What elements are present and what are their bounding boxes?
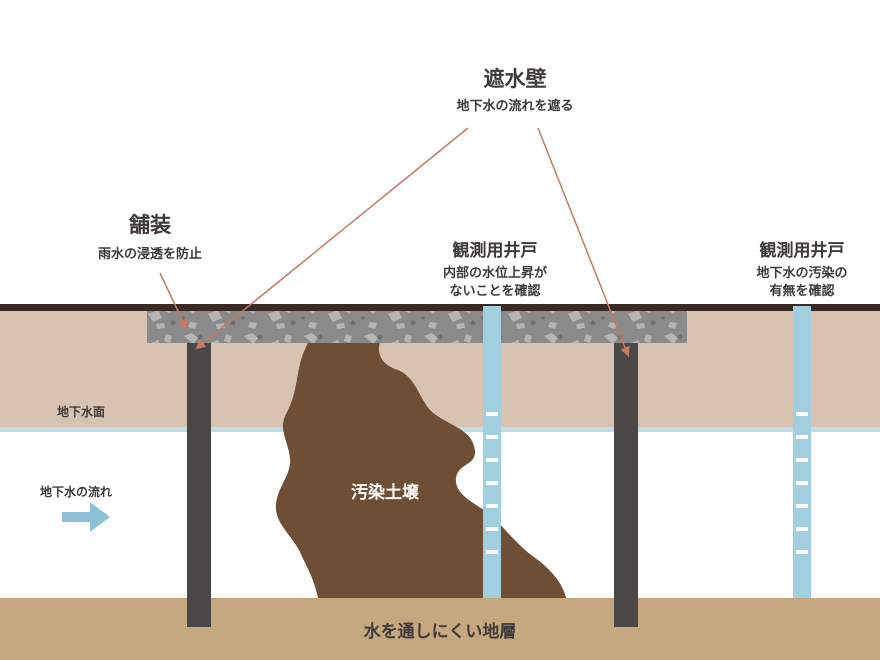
pointer-barrier-left xyxy=(195,127,469,350)
well-screen-slot xyxy=(486,435,498,439)
well-outer-line1: 地下水の汚染の xyxy=(756,266,848,281)
flow-label: 地下水の流れ xyxy=(40,485,113,499)
contaminated-soil-label: 汚染土壌 xyxy=(351,483,419,503)
well-outer-line2: 有無を確認 xyxy=(769,284,835,299)
paving-title: 舗装 xyxy=(129,213,171,237)
well-screen-slot xyxy=(486,412,498,416)
pavement-slab xyxy=(147,311,687,343)
well-screen-slot xyxy=(796,481,808,485)
groundwater-flow-arrow xyxy=(62,502,110,532)
barrier-wall-right xyxy=(614,343,638,627)
well-screen-slot xyxy=(486,550,498,554)
well-inner-line2: ないことを確認 xyxy=(449,284,541,299)
well-screen-slot xyxy=(486,481,498,485)
well-screen-slots-inner xyxy=(486,412,498,554)
well-screen-slot xyxy=(796,550,808,554)
well-screen-slot xyxy=(796,435,808,439)
well-inner-title: 観測用井戸 xyxy=(452,241,538,261)
water-table-label: 地下水面 xyxy=(57,405,106,419)
well-screen-slot xyxy=(796,527,808,531)
well-inner-line1: 内部の水位上昇が xyxy=(442,266,547,281)
well-screen-slots-outer xyxy=(796,412,808,554)
paving-subtitle: 雨水の浸透を防止 xyxy=(97,247,202,262)
pointer-barrier-right xyxy=(537,127,630,357)
barrier-title: 遮水壁 xyxy=(483,67,547,91)
well-screen-slot xyxy=(486,504,498,508)
ground-surface-line xyxy=(0,304,880,311)
well-screen-slot xyxy=(796,504,808,508)
well-screen-slot xyxy=(486,527,498,531)
well-screen-slot xyxy=(486,458,498,462)
impermeable-layer xyxy=(0,598,880,660)
observation-well-inner xyxy=(483,306,501,598)
well-screen-slot xyxy=(796,458,808,462)
barrier-subtitle: 地下水の流れを遮る xyxy=(456,99,574,114)
barrier-wall-left xyxy=(187,343,211,627)
impermeable-layer-label: 水を通しにくい地層 xyxy=(363,622,517,642)
well-screen-slot xyxy=(796,412,808,416)
well-outer-title: 観測用井戸 xyxy=(759,241,845,261)
observation-well-outer xyxy=(793,306,811,598)
pointer-paving xyxy=(159,272,188,330)
